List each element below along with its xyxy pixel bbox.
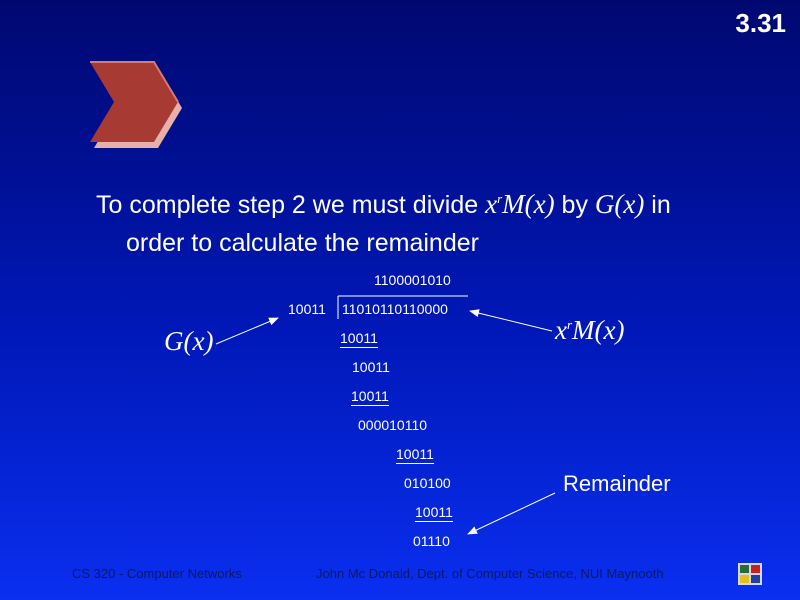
main-text-line2: order to calculate the remainder xyxy=(126,229,479,257)
division-step: 10011 xyxy=(396,446,434,464)
divisor-bits: 10011 xyxy=(288,301,326,317)
footer-course: CS 320 - Computer Networks xyxy=(72,566,242,581)
dividend-bits: 11010110110000 xyxy=(342,301,448,317)
remainder-arrow xyxy=(467,492,556,535)
university-crest-icon xyxy=(738,563,762,585)
division-step: 10011 xyxy=(351,388,389,406)
xrmx-label: xrM(x) xyxy=(555,315,625,345)
xrmx-arrow xyxy=(469,309,553,332)
footer-author: John Mc Donald, Dept. of Computer Scienc… xyxy=(316,566,664,581)
dividend-expression: xrM(x) xyxy=(485,189,555,219)
remainder-label: Remainder xyxy=(563,471,671,496)
division-step: 10011 xyxy=(352,359,390,375)
gx-arrow xyxy=(215,317,279,345)
remainder-bits: 01110 xyxy=(413,533,450,549)
division-step: 10011 xyxy=(340,330,378,348)
division-step: 000010110 xyxy=(358,417,428,433)
quotient: 1100001010 xyxy=(374,272,451,288)
main-text: To complete step 2 we must divide xrM(x)… xyxy=(96,180,776,262)
chevron-arrow-icon xyxy=(90,61,182,148)
slide-number: 3.31 xyxy=(735,8,786,38)
division-step: 010100 xyxy=(404,475,451,491)
divisor-expression: G(x) xyxy=(594,189,645,219)
gx-label: G(x) xyxy=(164,326,214,356)
main-text-prefix: To complete step 2 we must divide xyxy=(96,191,486,219)
division-step: 10011 xyxy=(415,504,453,522)
